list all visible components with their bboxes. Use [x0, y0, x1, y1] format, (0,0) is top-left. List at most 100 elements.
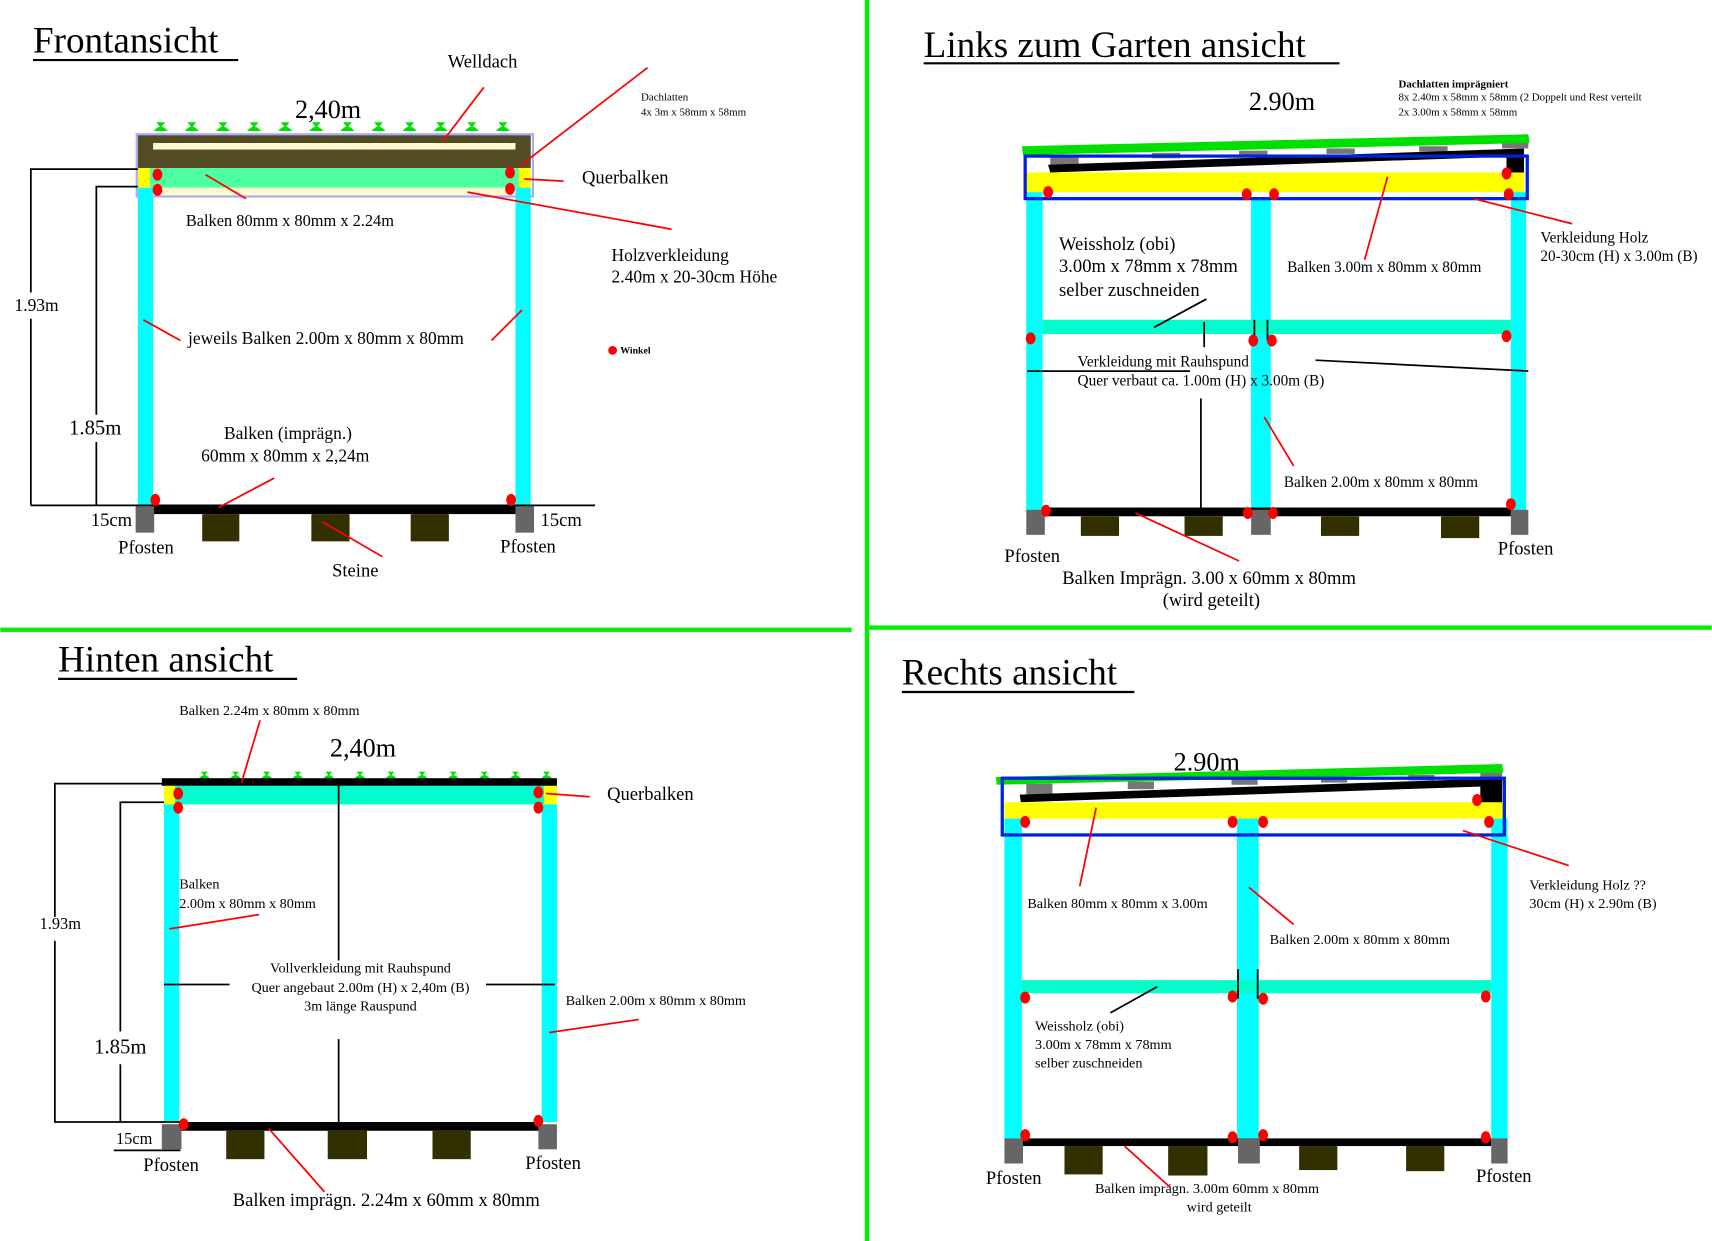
back-pier-size: 15cm	[116, 1129, 153, 1148]
pointer-battens	[519, 66, 649, 167]
angle-bracket-dot	[173, 801, 184, 814]
angle-bracket-dot	[505, 166, 515, 179]
front-stone	[410, 514, 449, 542]
angle-bracket-dot	[1227, 990, 1238, 1003]
angle-bracket-dot	[1503, 188, 1514, 201]
back-pier	[161, 1124, 182, 1150]
left-view: Links zum Garten ansicht 2.90m Dachlatte…	[923, 25, 1698, 611]
back-full-1: Vollverkleidung mit Rauhspund	[270, 960, 451, 976]
crossbeam-label: Querbalken	[582, 167, 669, 188]
back-title: Hinten ansicht	[58, 639, 274, 680]
angle-bracket-dot	[173, 787, 184, 800]
left-tongue-1: Verkleidung mit Rauhspund	[1078, 354, 1250, 371]
pointer-bottom-beam	[218, 477, 275, 509]
back-width: 2,40m	[330, 733, 396, 762]
back-post-left-2: 2.00m x 80mm x 80mm	[179, 896, 316, 912]
back-bottom: Balken imprägn. 2.24m x 60mm x 80mm	[233, 1190, 541, 1211]
angle-bracket-dot	[1480, 990, 1491, 1003]
pointer-welldach	[441, 86, 485, 143]
angle-bracket-dot	[1043, 186, 1054, 199]
right-bottom-1: Balken imprägn. 3.00m 60mm x 80mm	[1095, 1181, 1319, 1197]
right-middle-rail	[1021, 980, 1492, 994]
left-pier	[1251, 509, 1271, 535]
right-cladding-outline	[1000, 776, 1506, 837]
back-pointer-bottom	[268, 1128, 326, 1193]
angle-bracket-dot	[1501, 330, 1512, 343]
angle-bracket-dot	[152, 183, 163, 196]
right-whitewood-3: selber zuschneiden	[1035, 1055, 1142, 1071]
left-posts-label: Balken 2.00m x 80mm x 80mm	[1284, 474, 1478, 491]
right-stone	[1299, 1146, 1338, 1171]
front-crossbeam	[137, 168, 531, 188]
right-whitewood-2: 3.00m x 78mm x 78mm	[1035, 1037, 1172, 1053]
angle-bracket-dot	[178, 1118, 189, 1131]
angle-bracket-dot	[1241, 188, 1252, 201]
back-post-right	[541, 804, 557, 1123]
pointer-beam-top	[205, 173, 247, 200]
right-pointer-beam-top	[1078, 807, 1097, 887]
back-full-3: 3m länge Rauspund	[304, 999, 417, 1015]
front-bottom-beam	[153, 505, 516, 515]
pier-label-right: Pfosten	[500, 536, 556, 557]
right-view: Rechts ansicht 2.90m Balken 80mm x 80mm …	[902, 652, 1657, 1215]
left-stone	[1080, 516, 1120, 536]
back-view: Hinten ansicht Balken 2.24m x 80mm x 80m…	[40, 639, 746, 1211]
left-battens-title: Dachlatten imprägniert	[1398, 78, 1508, 90]
left-beam-top: Balken 3.00m x 80mm x 80mm	[1287, 259, 1481, 276]
roof-wave-icon	[153, 122, 168, 131]
front-crossbeam-end-right	[518, 168, 531, 188]
back-dimension-193	[53, 782, 165, 917]
angle-bracket-dot	[1258, 992, 1269, 1005]
angle-bracket-dot	[1227, 815, 1238, 828]
right-slope-beam	[1019, 778, 1503, 803]
right-post	[1236, 818, 1259, 1141]
dimension-line-193	[29, 168, 138, 293]
angle-bracket-dot	[1266, 334, 1277, 347]
back-crossbeam-end	[164, 785, 175, 805]
back-crossbeam-label: Querbalken	[607, 784, 694, 805]
right-beam-top: Balken 80mm x 80mm x 3.00m	[1027, 896, 1207, 912]
left-cladding-1: Verkleidung Holz	[1540, 229, 1648, 246]
left-whitewood-1: Weissholz (obi)	[1059, 234, 1175, 255]
right-stone	[1064, 1146, 1103, 1175]
roof-wave-icon	[448, 771, 459, 779]
right-pier	[1491, 1138, 1508, 1164]
right-pointer-posts	[1248, 886, 1295, 926]
right-bottom-2: wird geteilt	[1187, 1200, 1252, 1216]
right-whitewood-1: Weissholz (obi)	[1035, 1018, 1124, 1034]
left-top-beam	[1026, 172, 1524, 193]
height-total: 1.93m	[14, 295, 59, 315]
angle-bracket-dot	[1268, 506, 1278, 519]
left-whitewood-2: 3.00m x 78mm x 78mm	[1059, 256, 1238, 277]
angle-bracket-dot	[1242, 506, 1253, 519]
left-post	[1251, 198, 1271, 510]
pointer-tongue-right	[1315, 359, 1529, 372]
angle-bracket-dot	[150, 493, 161, 506]
angle-bracket-dot	[152, 168, 163, 181]
angle-bracket-dot	[1505, 498, 1516, 511]
angle-bracket-dot	[1248, 334, 1259, 347]
back-beam-top: Balken 2.24m x 80mm x 80mm	[179, 703, 359, 719]
roof-wave-icon	[510, 771, 521, 779]
back-stone	[327, 1130, 368, 1160]
back-dimension-185	[119, 801, 165, 1032]
back-pointer-beam-top	[240, 720, 261, 783]
right-pointer-whitewood	[1109, 985, 1158, 1014]
left-battens-line2: 2x 3.00m x 58mm x 58mm	[1398, 107, 1517, 119]
back-bottom-beam	[179, 1122, 542, 1131]
back-crossbeam	[164, 785, 555, 805]
angle-bracket-dots	[1020, 794, 1494, 1144]
roof-wave-icon	[278, 122, 293, 131]
right-cladding-1: Verkleidung Holz ??	[1529, 878, 1645, 894]
roof-wave-icon	[479, 771, 490, 779]
angle-bracket-dot	[506, 493, 517, 506]
left-pier-right: Pfosten	[1498, 538, 1554, 559]
angle-bracket-dot	[1020, 1129, 1031, 1142]
left-stone	[1320, 516, 1360, 536]
right-title: Rechts ansicht	[902, 652, 1118, 693]
pier-label-left: Pfosten	[118, 537, 174, 558]
angle-bracket-dot	[505, 182, 515, 195]
angle-bracket-dot	[1020, 815, 1031, 828]
back-stone	[432, 1130, 471, 1160]
